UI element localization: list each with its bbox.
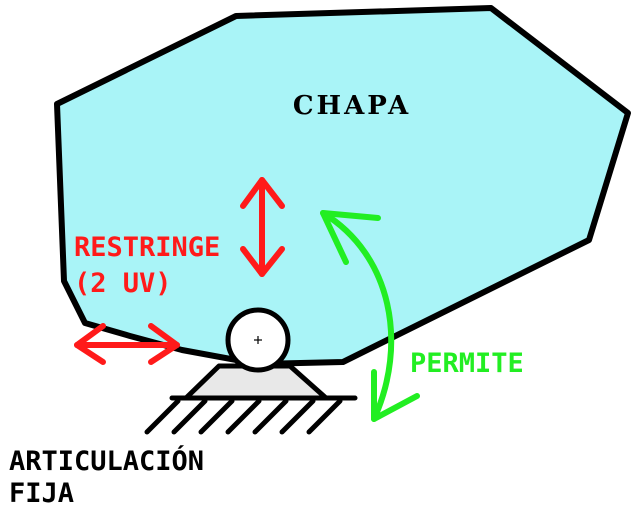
support-label-line1: ARTICULACIÓN	[9, 445, 204, 477]
double-arrow-vertical-icon	[240, 177, 285, 277]
curved-double-arrow-icon	[320, 210, 420, 422]
plate-label: CHAPA	[293, 91, 411, 121]
pin-joint-icon	[225, 307, 291, 373]
hatched-ground-icon	[144, 395, 358, 435]
support-label-line2: FIJA	[9, 478, 74, 509]
allow-label: PERMITE	[410, 348, 524, 379]
restrict-label-line2: (2 UV)	[74, 268, 172, 299]
restrict-label-line1: RESTRINGE	[74, 232, 220, 263]
plate-shape	[54, 5, 631, 367]
double-arrow-horizontal-icon	[74, 323, 180, 365]
